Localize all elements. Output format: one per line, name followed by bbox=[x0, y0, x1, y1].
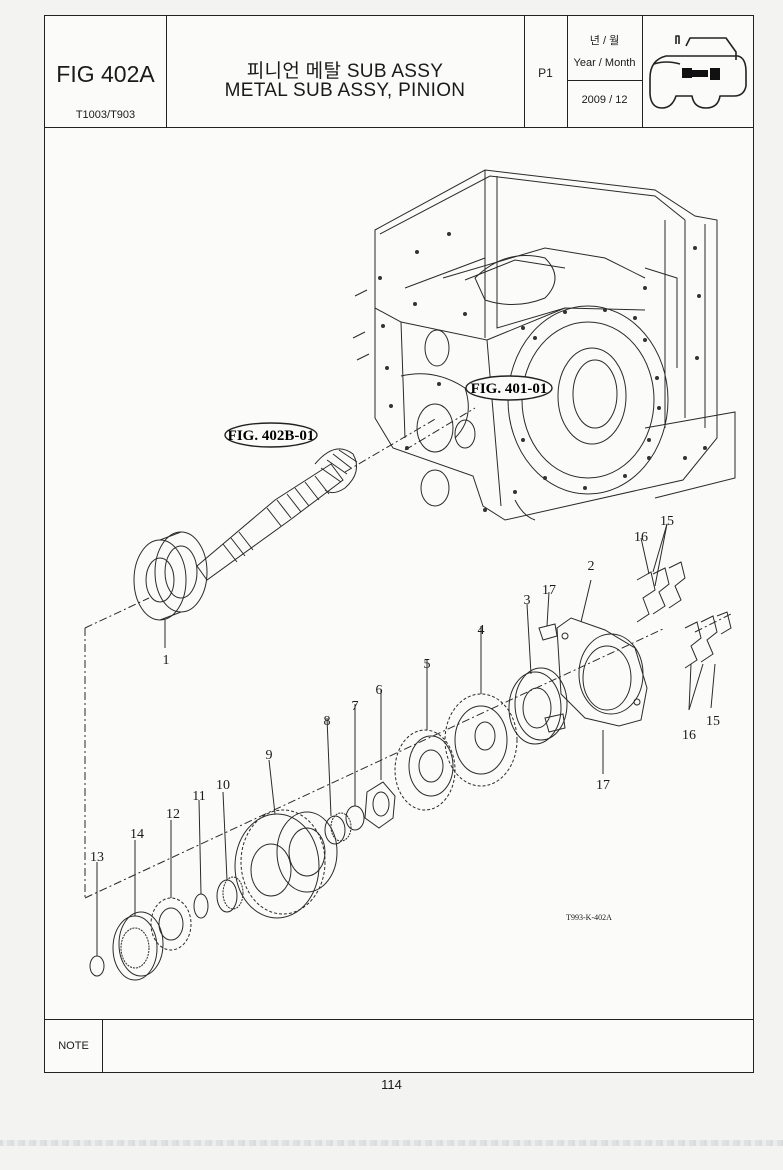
model-codes: T1003/T903 bbox=[75, 109, 136, 121]
callout-2: 2 bbox=[588, 559, 595, 574]
gear-part-4 bbox=[444, 693, 518, 787]
callout-9: 9 bbox=[266, 748, 273, 763]
figure-cell: FIG 402A T1003/T903 bbox=[45, 16, 167, 127]
callout-5: 5 bbox=[424, 657, 431, 672]
scan-artifact bbox=[0, 1140, 783, 1146]
assembly-center-lines bbox=[84, 407, 732, 899]
gear-part-12 bbox=[150, 897, 192, 951]
ref-label-fig-401: FIG. 401-01 bbox=[471, 381, 548, 397]
year-month-english: Year / Month bbox=[573, 57, 636, 69]
callout-10: 10 bbox=[216, 778, 230, 793]
page-number: 114 bbox=[381, 1077, 402, 1092]
callout-6: 6 bbox=[376, 683, 383, 698]
callout-13: 13 bbox=[90, 850, 104, 865]
callout-3: 3 bbox=[524, 593, 531, 608]
title-cell: 피니언 메탈 SUB ASSY METAL SUB ASSY, PINION bbox=[166, 16, 525, 127]
date-cell: 년 / 월 Year / Month 2009 / 12 bbox=[567, 16, 643, 127]
callout-14: 14 bbox=[130, 827, 144, 842]
parts-catalog-sheet: FIG 402A T1003/T903 피니언 메탈 SUB ASSY META… bbox=[44, 15, 754, 1073]
shim-parts-15-16 bbox=[636, 561, 732, 669]
exploded-view-drawing: FIG. 401-01 FIG. 402B-01 1 2 3 4 5 6 7 8… bbox=[84, 169, 736, 981]
pinion-shaft bbox=[196, 448, 358, 581]
year-month-korean: 년 / 월 bbox=[589, 35, 620, 47]
bearing-holder-part-2 bbox=[556, 617, 648, 727]
nut-part-6 bbox=[364, 781, 396, 829]
callout-4: 4 bbox=[478, 623, 485, 638]
note-row: NOTE bbox=[45, 1019, 753, 1072]
snap-ring-part-13 bbox=[89, 955, 105, 977]
callout-17-top: 17 bbox=[542, 583, 556, 598]
tractor-icon bbox=[649, 35, 747, 109]
page-code: P1 bbox=[538, 66, 553, 80]
callout-8: 8 bbox=[324, 714, 331, 729]
revision-date: 2009 / 12 bbox=[581, 94, 628, 106]
date-divider bbox=[567, 80, 642, 81]
ref-oval-fig-401 bbox=[465, 375, 553, 401]
gear-part-5 bbox=[394, 729, 456, 811]
callout-15-bottom: 15 bbox=[706, 714, 720, 729]
housing-bolt-holes bbox=[378, 232, 707, 512]
callout-7: 7 bbox=[352, 699, 359, 714]
title-korean: 피니언 메탈 SUB ASSY bbox=[246, 61, 444, 82]
ref-label-fig-402b: FIG. 402B-01 bbox=[228, 428, 315, 444]
bearing-part-8 bbox=[324, 812, 352, 845]
bolt-part-17 bbox=[538, 623, 566, 733]
page-code-cell: P1 bbox=[524, 16, 568, 127]
callout-16-bottom: 16 bbox=[682, 728, 696, 743]
bearing-part-1 bbox=[133, 531, 208, 621]
callout-12: 12 bbox=[166, 807, 180, 822]
figure-number: FIG 402A bbox=[56, 61, 155, 87]
ref-oval-fig-402b bbox=[224, 422, 318, 448]
sleeve-part-14 bbox=[112, 911, 164, 981]
callout-17-bottom: 17 bbox=[596, 778, 610, 793]
ring-part-11 bbox=[193, 893, 209, 919]
gear-part-9 bbox=[234, 809, 338, 919]
bearing-part-10 bbox=[216, 876, 244, 913]
logo-cell bbox=[642, 16, 753, 127]
callout-16-top: 16 bbox=[634, 530, 648, 545]
callout-1: 1 bbox=[163, 653, 170, 668]
callout-leader-lines bbox=[96, 523, 716, 956]
transmission-housing bbox=[352, 169, 736, 521]
callout-11: 11 bbox=[192, 789, 205, 804]
title-english: METAL SUB ASSY, PINION bbox=[224, 80, 466, 101]
bearing-part-3 bbox=[508, 667, 568, 745]
callout-15-top: 15 bbox=[660, 514, 674, 529]
drawing-code: T993-K-402A bbox=[566, 913, 612, 922]
title-block: FIG 402A T1003/T903 피니언 메탈 SUB ASSY META… bbox=[45, 16, 753, 128]
note-label: NOTE bbox=[45, 1020, 103, 1072]
